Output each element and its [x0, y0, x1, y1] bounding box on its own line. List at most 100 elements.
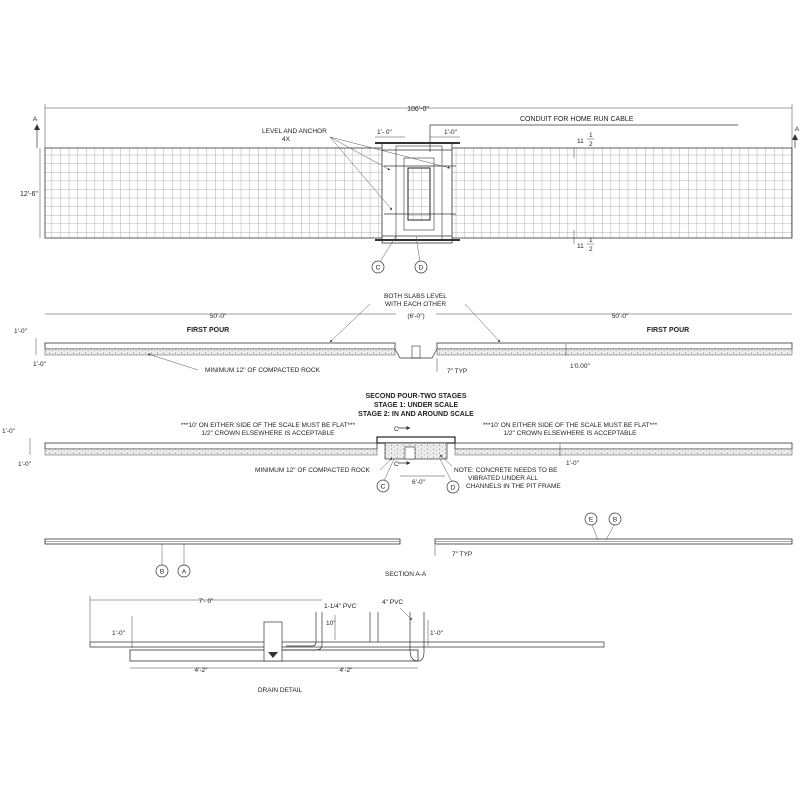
second-pour-section: SECOND POUR-TWO STAGES STAGE 1: UNDER SC… — [2, 393, 793, 494]
second-pour-title-2: STAGE 1: UNDER SCALE — [374, 402, 459, 409]
second-pour-right-dim: 1'-0" — [566, 460, 580, 467]
crown-note-left: 1/2" CROWN ELSEWHERE IS ACCEPTABLE — [202, 430, 336, 437]
section-aa: 7" TYP B A E B SECTION A-A — [44, 512, 793, 578]
vibrate-note-2: VIBRATED UNDER ALL — [468, 475, 538, 482]
pit-drain-grate — [407, 167, 431, 221]
anchor-leader-1 — [329, 136, 391, 171]
first-pour-right-dim: 1'0.00" — [570, 363, 591, 370]
second-pour-rock-leader — [379, 457, 393, 471]
both-slabs-label-1: BOTH SLABS LEVEL — [384, 293, 447, 300]
first-pour-typ: 7" TYP — [447, 368, 467, 375]
vibrate-leader — [439, 454, 453, 467]
second-pour-right-rock — [454, 448, 793, 456]
large-pvc-leader — [399, 607, 413, 621]
anchor-leader-2 — [329, 136, 393, 211]
mid-riser — [369, 612, 379, 642]
both-slabs-label-2: WITH EACH OTHER — [385, 301, 446, 308]
second-callout-d: D — [451, 485, 456, 492]
first-pour-right-length: 50'-0" — [612, 313, 629, 320]
second-callout-c: C — [381, 484, 386, 491]
callout-d-circle — [414, 260, 428, 274]
vibrate-note-3: CHANNELS IN THE PIT FRAME — [466, 483, 561, 490]
first-pour-thick-bottom: 1'-0" — [33, 361, 47, 368]
callout-e-circle — [584, 512, 598, 526]
dim-eleven-half-bottom: 11 1 2 — [573, 230, 594, 253]
small-pvc-pipe-inner — [286, 612, 317, 647]
svg-text:1: 1 — [589, 237, 593, 244]
callout-d-leader — [415, 235, 421, 263]
section-arrow-right-icon — [792, 134, 798, 140]
drain-bottom-right: 4'-2" — [340, 667, 354, 674]
first-pour-left-rock — [44, 348, 396, 356]
section-c-top: C — [394, 426, 399, 433]
drain-height-left: 1'-0" — [112, 630, 126, 637]
drain-bottom-left: 4'-2" — [195, 667, 209, 674]
pit-dim-left: 1'- 0" — [377, 129, 392, 136]
callout-c-leader — [379, 235, 397, 263]
callout-b-right-leader — [605, 524, 615, 541]
vibrate-note-1: NOTE: CONCRETE NEEDS TO BE — [454, 467, 558, 474]
crown-note-right: 1/2" CROWN ELSEWHERE IS ACCEPTABLE — [504, 430, 638, 437]
first-pour-right-rock — [436, 348, 793, 356]
drain-flow-icon — [268, 652, 278, 658]
drain-height-mid: 10" — [326, 620, 336, 627]
conduit-label: CONDUIT FOR HOME RUN CABLE — [520, 116, 634, 123]
pit-dim-right: 1'-0" — [444, 129, 458, 136]
second-pour-left-rock — [44, 448, 378, 456]
first-pour-left-slab — [44, 342, 396, 350]
second-pour-thick-top: 1'-0" — [2, 428, 16, 435]
overall-length-label: 106'-0" — [407, 106, 429, 113]
both-slabs-leader-right — [464, 303, 501, 343]
second-pour-right-slab — [454, 442, 793, 450]
small-pvc-label: 1-1/4" PVC — [324, 603, 357, 610]
flat-note-left: ***10' ON EITHER SIDE OF THE SCALE MUST … — [181, 422, 356, 429]
first-pour-drain-stub — [411, 345, 421, 359]
callout-e: E — [589, 517, 594, 524]
section-c-bottom: C — [394, 461, 399, 468]
callout-a-circle — [177, 564, 191, 578]
large-pvc-label: 4" PVC — [382, 599, 403, 606]
first-pour-gap: (6'-0") — [407, 313, 424, 320]
section-aa-typ: 7" TYP — [452, 551, 472, 558]
callout-b-left: B — [160, 569, 164, 576]
second-pour-title-3: STAGE 2: IN AND AROUND SCALE — [358, 411, 474, 418]
second-callout-d-circle — [446, 480, 460, 494]
callout-b-right-circle — [608, 512, 622, 526]
plan-view: 106'-0" A A 12'-6" 1'- 0" 1'-0" CONDUIT … — [20, 104, 800, 274]
drain-sump — [263, 621, 283, 662]
svg-text:11: 11 — [577, 138, 584, 145]
callout-b-left-circle — [155, 564, 169, 578]
section-mark-left: A — [33, 116, 38, 123]
first-pour-right-slab — [436, 342, 793, 350]
svg-text:11: 11 — [577, 243, 584, 250]
dim-eleven-half-top: 11 1 2 — [573, 132, 594, 158]
second-callout-c-circle — [376, 479, 390, 493]
width-label: 12'-6" — [20, 191, 38, 198]
callout-e-leader — [591, 524, 599, 541]
second-callout-c-leader — [383, 458, 395, 482]
pit-concrete — [384, 442, 448, 460]
second-pour-gap: 6'-0" — [412, 479, 426, 486]
both-slabs-leader-left — [329, 303, 371, 343]
first-pour-rock-note: MINIMUM 12" OF COMPACTED ROCK — [205, 367, 321, 374]
first-pour-label-left: FIRST POUR — [187, 327, 229, 334]
first-pour-section: BOTH SLABS LEVEL WITH EACH OTHER 50'-0" … — [14, 293, 793, 375]
drain-detail-title: DRAIN DETAIL — [258, 687, 303, 694]
drain-slab — [89, 641, 605, 648]
drain-length: 7'- 0" — [199, 598, 214, 605]
pit-inner-frame — [403, 157, 435, 231]
pit-drain — [404, 446, 416, 460]
level-anchor-label: LEVEL AND ANCHOR — [262, 128, 327, 135]
callout-b-right: B — [613, 517, 617, 524]
callout-a: A — [182, 569, 187, 576]
anchor-leader-3 — [329, 136, 451, 169]
svg-text:2: 2 — [589, 246, 593, 253]
second-pour-left-slab — [44, 442, 378, 450]
drain-detail: 7'- 0" 1-1/4" PVC 4" PVC 1'-0" 10" 1'-0"… — [89, 596, 605, 694]
section-arrow-left-icon — [34, 124, 40, 130]
section-mark-right: A — [795, 126, 800, 133]
first-pour-left-length: 50'-0" — [210, 313, 227, 320]
callout-c: C — [376, 265, 381, 272]
second-pour-thick-bottom: 1'-0" — [18, 461, 32, 468]
